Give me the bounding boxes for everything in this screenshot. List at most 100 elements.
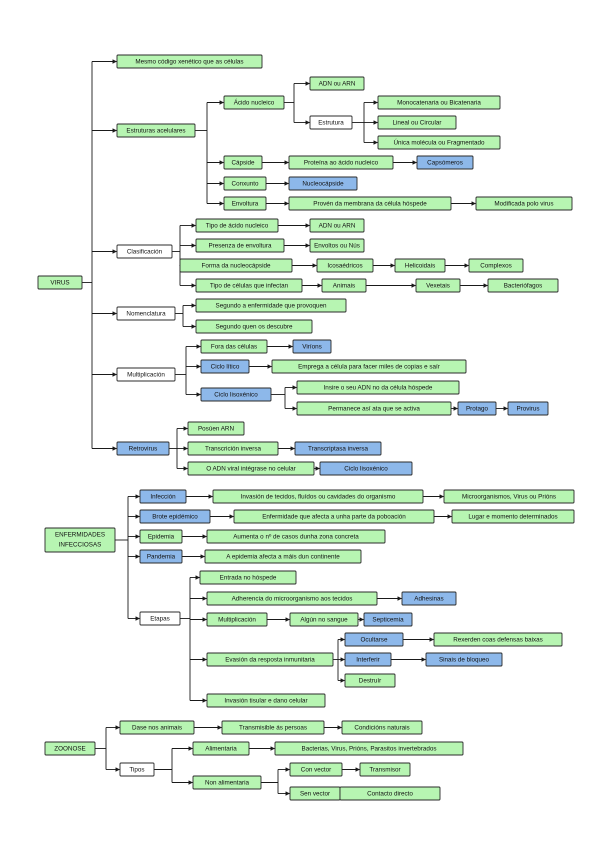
- node-box: [359, 762, 411, 777]
- node-label: Infección: [150, 493, 176, 500]
- node-label: Bacterias, Virus, Prións, Parasitos inve…: [302, 745, 437, 752]
- node-label: Complexos: [480, 262, 512, 269]
- node-box: [187, 441, 279, 456]
- node-label: VIRUS: [50, 279, 69, 286]
- node-label: Única molécula ou Fragmentado: [393, 137, 485, 146]
- node-box: [223, 176, 267, 191]
- node-conxunto: Conxunto: [223, 176, 267, 191]
- node-box: [139, 489, 187, 504]
- node-label: Nomenclatura: [126, 310, 166, 317]
- node-label: Dase nos animais: [132, 724, 182, 731]
- node-box: [195, 238, 285, 253]
- node-lugar-momento: Lugar e momento determinados: [451, 509, 575, 524]
- node-box: [116, 54, 263, 69]
- node-label: Estruturas acelulares: [126, 127, 185, 134]
- node-label: Ocultarse: [361, 636, 388, 643]
- node-acido-nucleico: Ácido nucleico: [223, 95, 285, 110]
- node-adhesinas: Adhesinas: [401, 591, 457, 606]
- node-label: Fora das células: [211, 343, 257, 350]
- node-box: [119, 720, 195, 735]
- node-multiplicacion: Multiplicación: [116, 367, 176, 382]
- node-label: Emprega a célula para facer miles de cop…: [298, 363, 440, 370]
- node-label: Etapas: [150, 615, 170, 622]
- node-box: [475, 196, 573, 211]
- node-label: ZOONOSE: [54, 745, 86, 752]
- node-label: Segundo quen os descubre: [215, 323, 293, 330]
- node-bacteriofagos: Bacteriófagos: [487, 278, 559, 293]
- node-label: Proteína ao ácido nucleico: [304, 159, 379, 166]
- node-box: [394, 258, 446, 273]
- node-box: [443, 489, 575, 504]
- node-aumenta: Aumenta o nº de casos dunha zona concret…: [206, 529, 386, 544]
- node-box: [116, 123, 196, 138]
- node-box: [116, 441, 170, 456]
- node-box: [116, 367, 176, 382]
- node-adherencia: Adherencia do microorganismo aos tecidos: [206, 591, 378, 606]
- node-label: Epidemia: [148, 533, 175, 540]
- node-label: Entrada no hóspede: [220, 574, 277, 581]
- node-estruturas: Estruturas acelulares: [116, 123, 196, 138]
- node-epidemia: Epidemia: [139, 529, 183, 544]
- node-label: Transmisible ás persoas: [239, 724, 307, 731]
- node-label: Vexetais: [426, 282, 450, 289]
- node-box: [377, 95, 501, 110]
- node-label: Aumenta o nº de casos dunha zona concret…: [233, 533, 359, 540]
- node-ciclo-litico: Ciclo lítico: [200, 359, 250, 374]
- node-label: Septicemia: [372, 616, 404, 623]
- node-label: Lineal ou Circular: [392, 119, 441, 126]
- node-box: [206, 591, 378, 606]
- node-provirus: Provirus: [507, 401, 549, 416]
- node-box: [192, 741, 250, 756]
- node-label: Contacto directo: [367, 790, 413, 797]
- node-box: [289, 762, 343, 777]
- node-label: Brote epidémico: [152, 513, 198, 520]
- node-box: [296, 380, 460, 395]
- node-box: [44, 741, 96, 756]
- node-box: [223, 155, 263, 170]
- node-label: Algún no sangue: [300, 616, 348, 623]
- node-box: [316, 258, 374, 273]
- node-insire-adn: Insire o seu ADN no da célula hóspede: [296, 380, 460, 395]
- node-label: Adhesinas: [414, 595, 443, 602]
- node-box: [212, 489, 424, 504]
- node-label: Capsómeros: [427, 159, 463, 166]
- node-box: [223, 95, 285, 110]
- node-box: [363, 612, 413, 627]
- node-capsomeros: Capsómeros: [416, 155, 474, 170]
- node-box: [37, 275, 83, 290]
- node-con-vector: Con vector: [289, 762, 343, 777]
- node-epidemia-afecta: A epidemia afecta a máis dun continente: [204, 549, 362, 564]
- node-animais: Animais: [321, 278, 367, 293]
- node-box: [433, 632, 563, 647]
- node-capsida: Cápside: [223, 155, 263, 170]
- node-box: [377, 115, 457, 130]
- node-box: [139, 529, 183, 544]
- node-label: Rexerden coas defensas baixas: [453, 636, 543, 643]
- node-label: Bacteriófagos: [504, 282, 543, 289]
- node-label: Provén da membrana da célula hóspede: [313, 200, 427, 207]
- node-presenza: Presenza de envoltura: [195, 238, 285, 253]
- node-invasion-tisular: Invasión tisular e dano celular: [206, 693, 326, 708]
- node-tipos: Tipos: [119, 762, 155, 777]
- node-nucleocapside: Nucleocápside: [288, 176, 358, 191]
- node-adn-arn-1: ADN ou ARN: [309, 76, 365, 91]
- node-tipo-celulas: Tipo de células que infectan: [195, 278, 303, 293]
- node-contacto: Contacto directo: [339, 786, 441, 801]
- node-label: Clasificación: [127, 248, 163, 255]
- node-box: [200, 359, 250, 374]
- node-label: Segundo a enfermidade que provoquen: [216, 302, 327, 309]
- node-label: ADN ou ARN: [319, 222, 356, 229]
- node-label: O ADN viral intégrase no celular: [206, 465, 296, 472]
- node-multiplicacion-2: Multiplicación: [206, 612, 268, 627]
- node-box: [415, 278, 461, 293]
- node-label: Cápside: [231, 159, 255, 166]
- node-label: Alimentaria: [205, 745, 237, 752]
- node-box: [187, 461, 315, 476]
- connector-lines: [82, 59, 508, 796]
- node-box: [292, 339, 332, 354]
- node-label: Tipo de ácido nucleico: [206, 222, 269, 229]
- node-label: Sen vector: [300, 790, 330, 797]
- node-sinais-bloqueo: Sinais de bloqueo: [425, 652, 503, 667]
- node-estrutura: Estrutura: [309, 115, 353, 130]
